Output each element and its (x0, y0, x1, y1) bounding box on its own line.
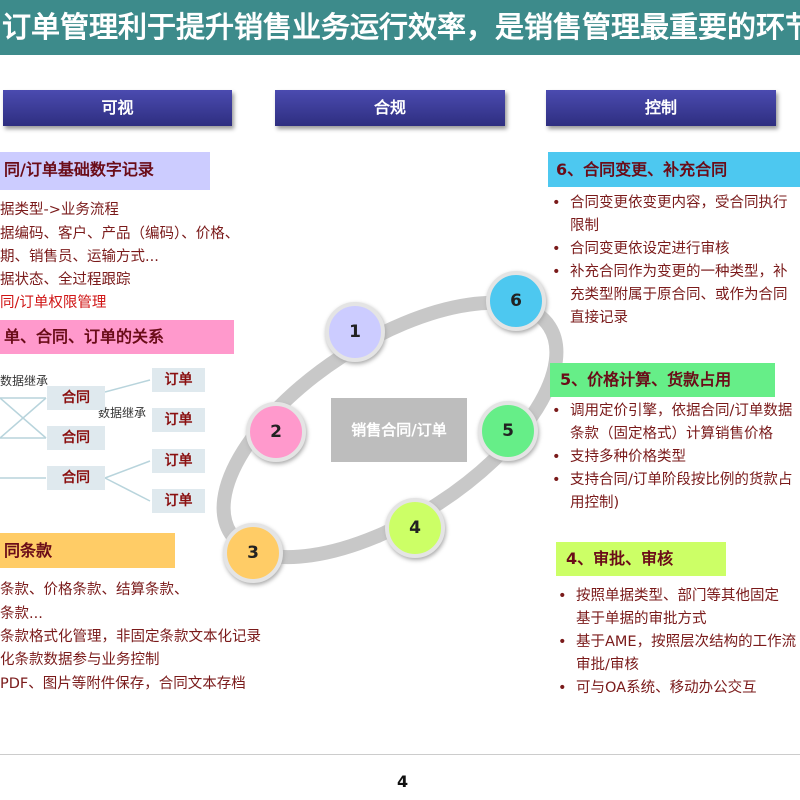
text-line: 条款、价格条款、结算条款、 (0, 582, 189, 598)
order-box: 订单 (152, 368, 205, 392)
text-line: 条款... (0, 606, 43, 622)
relationship-arrows (0, 379, 151, 502)
section-approval-header: 4、审批、审核 (556, 542, 726, 576)
text-line: 据状态、全过程跟踪 (0, 272, 131, 288)
footer-divider (0, 754, 800, 755)
contract-box: 合同 (47, 386, 105, 410)
section-relationship-header: 单、合同、订单的关系 (0, 320, 234, 354)
text-line: 化条款数据参与业务控制 (0, 652, 160, 668)
inherit-label: 数据继承 (98, 406, 147, 420)
order-box: 订单 (152, 408, 205, 432)
section-basic-records-header: 同/订单基础数字记录 (0, 152, 210, 190)
pillar-compliance: 合规 (275, 90, 505, 126)
inherit-label: 数据继承 (0, 374, 49, 388)
bullet-list: •按照单据类型、部门等其他固定 基于单据的审批方式 •基于AME，按照层次结构的… (558, 588, 797, 696)
order-box: 订单 (152, 449, 205, 473)
step-circle-4: 4 (385, 498, 445, 558)
section-contract-change-header: 6、合同变更、补充合同 (548, 152, 800, 187)
text-line: 期、销售员、运输方式... (0, 249, 159, 265)
pillar-control: 控制 (546, 90, 776, 126)
step-circle-1: 1 (325, 302, 385, 362)
text-line: 据类型->业务流程 (0, 202, 119, 218)
contract-box: 合同 (47, 466, 105, 490)
center-label: 销售合同/订单 (331, 398, 467, 462)
step-circle-6: 6 (486, 271, 546, 331)
slide-title: 订单管理利于提升销售业务运行效率，是销售管理最重要的环节 (0, 0, 800, 55)
section-terms-header: 同条款 (0, 533, 175, 568)
section-pricing-header: 5、价格计算、货款占用 (550, 363, 775, 397)
bullet-list: •调用定价引擎，依据合同/订单数据 条款（固定格式）计算销售价格 •支持多种价格… (552, 403, 793, 511)
text-line: PDF、图片等附件保存，合同文本存档 (0, 676, 246, 692)
page-number: 4 (397, 772, 409, 791)
contract-box: 合同 (47, 426, 105, 450)
pillar-visible: 可视 (3, 90, 232, 126)
text-line: 据编码、客户、产品（编码）、价格、 (0, 226, 240, 242)
bullet-list: •合同变更依变更内容，受合同执行 限制 •合同变更依设定进行审核 •补充合同作为… (552, 195, 788, 326)
step-circle-3: 3 (223, 523, 283, 583)
step-circle-5: 5 (478, 401, 538, 461)
order-box: 订单 (152, 489, 205, 513)
step-circle-2: 2 (246, 402, 306, 462)
text-line: 条款格式化管理，非固定条款文本化记录 (0, 629, 261, 645)
text-line: 同/订单权限管理 (0, 295, 107, 311)
